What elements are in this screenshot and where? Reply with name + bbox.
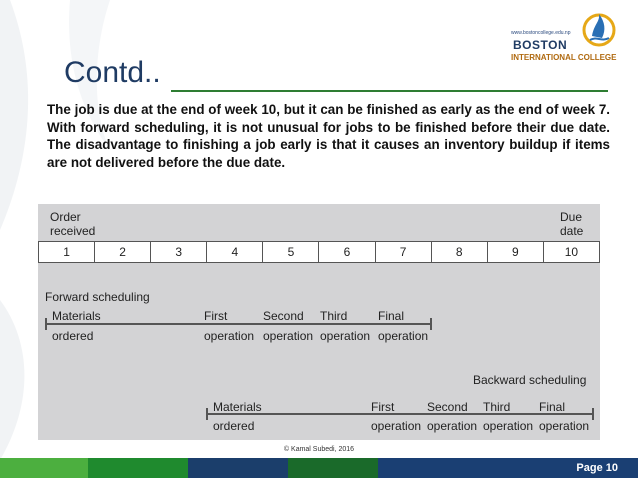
- forward-ordered-label: ordered: [52, 329, 94, 343]
- backward-end-tick: [592, 408, 594, 420]
- week-cell: 6: [319, 241, 376, 263]
- backward-first-operation: operation: [371, 419, 422, 433]
- backward-ordered-label: ordered: [213, 419, 255, 433]
- forward-third-label: Third: [320, 309, 348, 323]
- forward-first-label: First: [204, 309, 228, 323]
- page-number: Page 10: [576, 462, 618, 474]
- logo-subtitle: INTERNATIONAL COLLEGE: [511, 53, 617, 62]
- week-cell: 8: [431, 241, 488, 263]
- forward-final-operation: operation: [378, 329, 429, 343]
- backward-first-label: First: [371, 400, 395, 414]
- footer-segment: [88, 458, 188, 478]
- forward-second-operation: operation: [263, 329, 314, 343]
- footer-segment: [288, 458, 378, 478]
- title-underline: [171, 90, 608, 92]
- logo-name: BOSTON: [513, 38, 568, 52]
- logo-url: www.bostoncollege.edu.np: [511, 30, 571, 36]
- footer-segment: [378, 458, 638, 478]
- slide-title: Contd..: [64, 56, 161, 89]
- order-received-label: Order received: [50, 210, 96, 238]
- week-cell: 5: [263, 241, 320, 263]
- forward-materials-label: Materials: [52, 309, 101, 323]
- forward-scheduling-title: Forward scheduling: [45, 290, 150, 304]
- week-cell: 2: [95, 241, 152, 263]
- due-date-label: Due date: [560, 210, 584, 238]
- college-logo: [582, 13, 616, 47]
- footer-segment: [0, 458, 88, 478]
- backward-second-label: Second: [427, 400, 468, 414]
- forward-third-operation: operation: [320, 329, 371, 343]
- forward-second-label: Second: [263, 309, 304, 323]
- backward-third-label: Third: [483, 400, 511, 414]
- week-cell: 3: [151, 241, 208, 263]
- backward-second-operation: operation: [427, 419, 478, 433]
- forward-final-label: Final: [378, 309, 405, 323]
- backward-third-operation: operation: [483, 419, 534, 433]
- scheduling-figure: Order received Due date 1 2 3 4 5 6 7 8 …: [38, 204, 600, 440]
- forward-first-operation: operation: [204, 329, 255, 343]
- forward-end-tick: [430, 318, 432, 330]
- backward-timeline-line: [206, 413, 594, 415]
- week-cell: 4: [207, 241, 264, 263]
- week-cell: 9: [487, 241, 544, 263]
- week-cell: 10: [543, 241, 600, 263]
- week-cell: 1: [38, 241, 96, 263]
- week-timeline: 1 2 3 4 5 6 7 8 9 10: [38, 241, 600, 263]
- copyright-text: © Kamal Subedi, 2016: [283, 446, 355, 453]
- backward-scheduling-title: Backward scheduling: [473, 373, 587, 387]
- body-paragraph: The job is due at the end of week 10, bu…: [47, 102, 610, 170]
- backward-final-label: Final: [539, 400, 566, 414]
- backward-materials-label: Materials: [213, 400, 262, 414]
- footer-segment: [188, 458, 288, 478]
- forward-timeline-line: [45, 323, 432, 325]
- week-cell: 7: [375, 241, 432, 263]
- backward-final-operation: operation: [539, 419, 590, 433]
